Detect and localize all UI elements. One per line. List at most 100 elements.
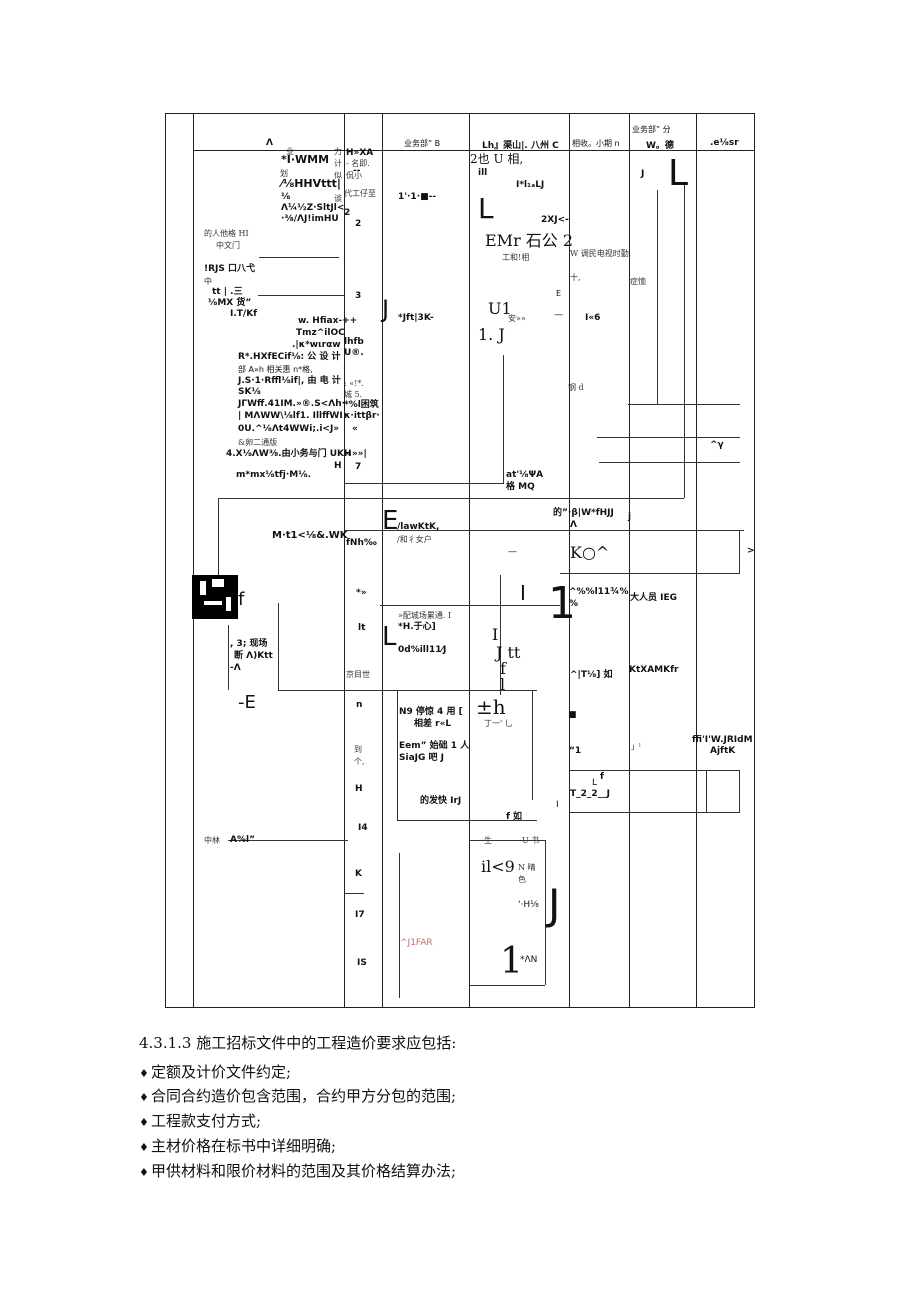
process-text: ·⅜/ΛJ!imHU	[281, 214, 339, 224]
header-cell: W。德	[646, 141, 674, 151]
process-text: L	[592, 778, 598, 788]
process-text: 代工仔至	[344, 189, 376, 198]
process-text: 症恤	[630, 277, 646, 286]
process-text: f	[600, 772, 604, 782]
process-text: I«6	[585, 313, 601, 323]
connector-line	[228, 625, 229, 690]
process-text: 谈	[334, 194, 342, 203]
process-text: SiaJG 吧 J	[399, 753, 444, 763]
process-text: 中	[204, 277, 212, 286]
process-text: J tt	[496, 643, 521, 662]
process-text: Tmz^ilOC	[296, 328, 345, 338]
process-text: *%l困筑	[344, 400, 379, 410]
bullet-text: 合同合约造价包含范围，合约甲方分包的范围;	[151, 1087, 457, 1105]
connector-line dash	[259, 257, 339, 258]
diamond-bullet-icon: ♦	[139, 1166, 149, 1179]
process-text: *ΛN	[520, 955, 538, 965]
process-text: ^γ	[710, 440, 724, 450]
connector-line	[560, 573, 740, 574]
process-text: L	[382, 622, 397, 652]
process-text: 色	[518, 875, 526, 884]
process-text: --	[353, 166, 361, 176]
process-text: «	[352, 424, 358, 434]
column-divider	[469, 114, 470, 1007]
column-divider	[344, 114, 345, 1007]
column-divider	[382, 114, 383, 1007]
process-text: 1'·1·■--	[398, 192, 437, 202]
process-text: I	[556, 800, 559, 810]
process-text: 2	[355, 219, 362, 229]
bullet-item: ♦合同合约造价包含范围，合约甲方分包的范围;	[139, 1086, 456, 1108]
process-text: IS	[357, 958, 367, 968]
process-text: - 名即.	[346, 159, 370, 168]
process-text: JΓWff.41IM.»®.S<Λh·	[238, 399, 346, 409]
connector-line	[399, 853, 400, 998]
process-text: 2也 U 相,	[470, 152, 524, 166]
process-text: J.S·1·Rffl⅛if|, 由 电 计	[238, 376, 341, 386]
process-text: N9 停惊 4 用 [	[399, 707, 463, 717]
process-text: 中文门	[216, 241, 240, 250]
connector-line	[739, 770, 740, 812]
process-text: T_2_2__J	[570, 789, 611, 799]
process-text: 1	[548, 578, 576, 629]
connector-line	[397, 820, 537, 821]
connector-line	[344, 530, 744, 531]
header-cell: H»XA	[346, 148, 374, 158]
header-divider	[193, 150, 754, 151]
process-text: I	[492, 625, 499, 644]
process-text: E	[382, 506, 399, 536]
connector-line	[657, 190, 658, 405]
process-text: 3	[355, 291, 362, 301]
connector-line	[706, 770, 707, 812]
bullet-text: 主材价格在标书中详细明确;	[151, 1137, 337, 1155]
bullet-item: ♦定额及计价文件约定;	[139, 1062, 291, 1084]
process-text: K○^	[570, 543, 610, 562]
process-text: —	[508, 547, 517, 557]
process-text: I.T/Kf	[230, 309, 258, 319]
connector-line	[599, 462, 740, 463]
process-text: fNh‰	[346, 538, 377, 548]
process-text: 中林	[204, 836, 220, 845]
process-text: -E	[238, 692, 256, 713]
process-text: >	[747, 546, 755, 556]
connector-line	[397, 690, 398, 820]
process-text: EMr 石公 2	[485, 231, 574, 250]
process-text: 的”·β|W*fHJJ	[553, 508, 614, 518]
process-text: W 调民电视时勤	[570, 249, 629, 258]
process-text: L	[668, 153, 689, 194]
section-heading: 4.3.1.3 施工招标文件中的工程造价要求应包括:	[139, 1033, 456, 1053]
connector-line	[380, 605, 500, 606]
process-text: Eem” 始础 1 人	[399, 741, 470, 751]
header-cell: 业务部” 分	[632, 125, 671, 134]
process-text: 0U.^⅛Λt4WWi;.i<J»	[238, 424, 340, 434]
process-text: ill	[478, 168, 488, 178]
process-text: 到	[354, 745, 362, 754]
process-text: Λ	[570, 520, 577, 530]
process-text: 安»»	[508, 314, 526, 323]
process-text: 力	[334, 147, 342, 156]
process-text: -Λ	[230, 663, 241, 673]
process-text: f 如	[506, 812, 523, 822]
process-text: 的发快 IrJ	[420, 796, 462, 806]
process-text: 0d%ill11⁄J	[398, 645, 447, 655]
bullet-text: 工程款支付方式;	[151, 1112, 262, 1130]
process-text: M·t1<⅛&.WK	[272, 530, 348, 541]
process-text: &卵二通版	[238, 438, 278, 447]
process-text: , 3; 现场	[230, 639, 268, 649]
bullet-text: 定额及计价文件约定;	[151, 1063, 292, 1081]
connector-line	[569, 770, 740, 771]
process-text: w. Hfiax-++	[298, 316, 358, 326]
process-text: N 晴	[518, 863, 536, 872]
connector-line	[684, 185, 685, 498]
process-text: R*.HXfECif⅛: 公 设 计	[238, 352, 341, 362]
process-text: 丁一' 乚	[484, 719, 513, 728]
process-text: m*mx⅛tfj·M⅛.	[236, 470, 311, 480]
process-text: «»»|	[346, 449, 367, 459]
diamond-bullet-icon: ♦	[139, 1067, 149, 1080]
process-text: J	[382, 295, 390, 323]
process-text: 个,	[354, 757, 365, 766]
connector-line	[500, 605, 560, 606]
process-text: SK⅛	[238, 387, 261, 397]
process-text: 格 MQ	[506, 482, 535, 492]
process-text: 城 5.	[344, 390, 363, 399]
